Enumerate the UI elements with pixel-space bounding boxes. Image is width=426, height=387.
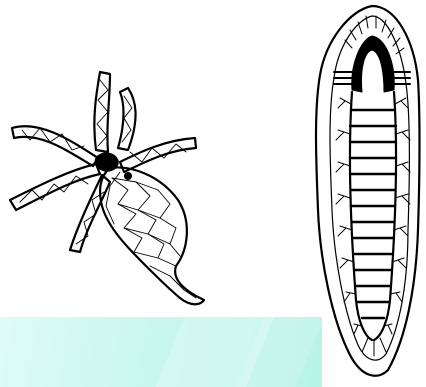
hydra-network-drawing (10, 72, 204, 304)
flatworm-gut-drawing (316, 6, 420, 376)
